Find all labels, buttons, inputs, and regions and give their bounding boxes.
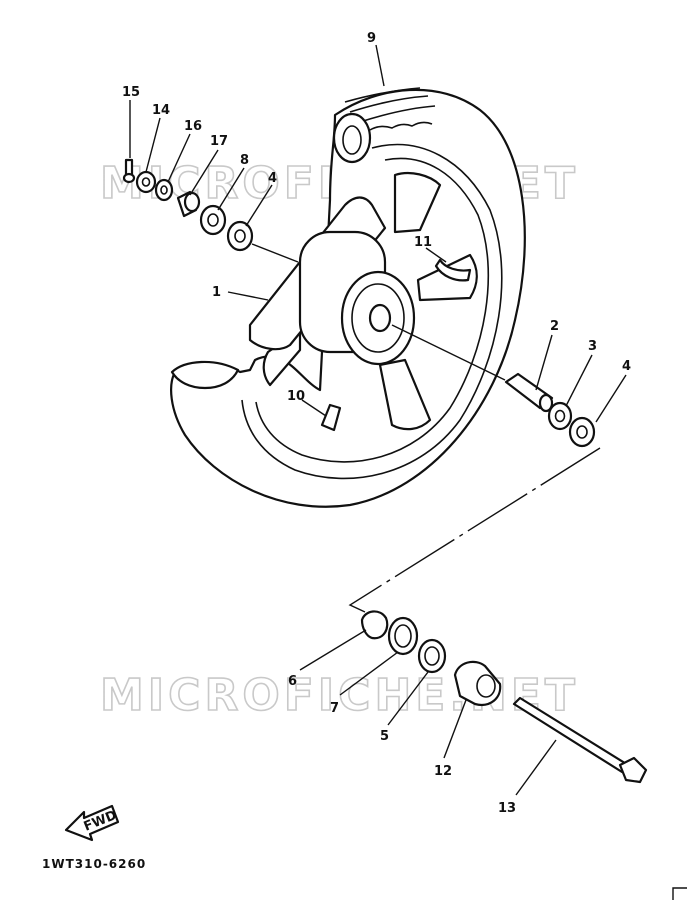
spacer-17-end (183, 191, 201, 213)
washer-7-inner (394, 624, 412, 648)
bearing-3-inner (554, 409, 566, 423)
callout-5: 5 (380, 729, 389, 744)
oil-seal-4a-inner (234, 229, 246, 243)
callout-3: 3 (588, 339, 597, 354)
oil-seal-4b-inner (576, 425, 588, 439)
axis-left (251, 243, 299, 263)
bearing-8 (199, 204, 227, 236)
callout-1: 1 (212, 285, 221, 300)
tire-tread (344, 87, 436, 131)
balance-weight (434, 258, 472, 282)
callout-2: 2 (550, 319, 559, 334)
leader-lines (129, 44, 627, 796)
spacer-tube-2-end (538, 393, 554, 413)
bearing-3 (547, 401, 573, 431)
nut-14-hole (141, 177, 151, 187)
axle-13-head (618, 756, 648, 784)
fwd-arrow: FWD (64, 804, 119, 842)
diagram-code: 1WT310-6260 (42, 857, 146, 871)
callout-10: 10 (287, 389, 305, 404)
washer-16-hole (160, 185, 168, 195)
bolt-15 (124, 158, 134, 177)
connector-dashed (348, 447, 601, 613)
callout-4b: 4 (622, 359, 631, 374)
watermark-bottom: MICROFICHE.NET (100, 670, 579, 721)
callout-11: 11 (414, 235, 432, 250)
callout-17: 17 (210, 134, 228, 149)
rim-inner (255, 157, 490, 463)
callout-14: 14 (152, 103, 170, 118)
wheel-assembly (170, 87, 526, 508)
clip-6 (360, 610, 389, 640)
spoke-upper (393, 171, 442, 234)
hub-flange-ring (351, 283, 405, 353)
callout-13: 13 (498, 801, 516, 816)
axis-right (391, 324, 506, 381)
oil-seal-4b (568, 416, 596, 448)
tire-section-top-inner (342, 125, 362, 155)
bearing-8-inner (207, 213, 219, 227)
callout-12: 12 (434, 764, 452, 779)
rim-outer (241, 143, 503, 480)
gear-unit-12-face (476, 674, 496, 698)
callout-9: 9 (367, 31, 376, 46)
hub-bore (368, 303, 392, 333)
callout-4a: 4 (268, 171, 277, 186)
left-parts (122, 158, 299, 263)
callout-7: 7 (330, 701, 339, 716)
tire-section-top (332, 112, 372, 164)
callout-6: 6 (288, 674, 297, 689)
washer-7 (387, 616, 419, 656)
washer-16 (154, 178, 174, 202)
oil-seal-5-inner (424, 646, 440, 666)
oil-seal-4a (226, 220, 254, 252)
tire-section-left (170, 360, 240, 390)
oil-seal-5 (417, 638, 447, 674)
lower-parts (360, 610, 648, 784)
corner-mark (672, 887, 687, 900)
callout-16: 16 (184, 119, 202, 134)
valve (320, 403, 342, 432)
callout-15: 15 (122, 85, 140, 100)
spoke-lower (378, 358, 432, 431)
callout-8: 8 (240, 153, 249, 168)
right-parts (348, 324, 601, 613)
nut-14 (135, 170, 157, 194)
bolt-15-head (122, 172, 136, 184)
callouts: 9 1 2 3 4 15 14 16 17 8 4 11 10 6 7 5 12… (122, 31, 631, 816)
